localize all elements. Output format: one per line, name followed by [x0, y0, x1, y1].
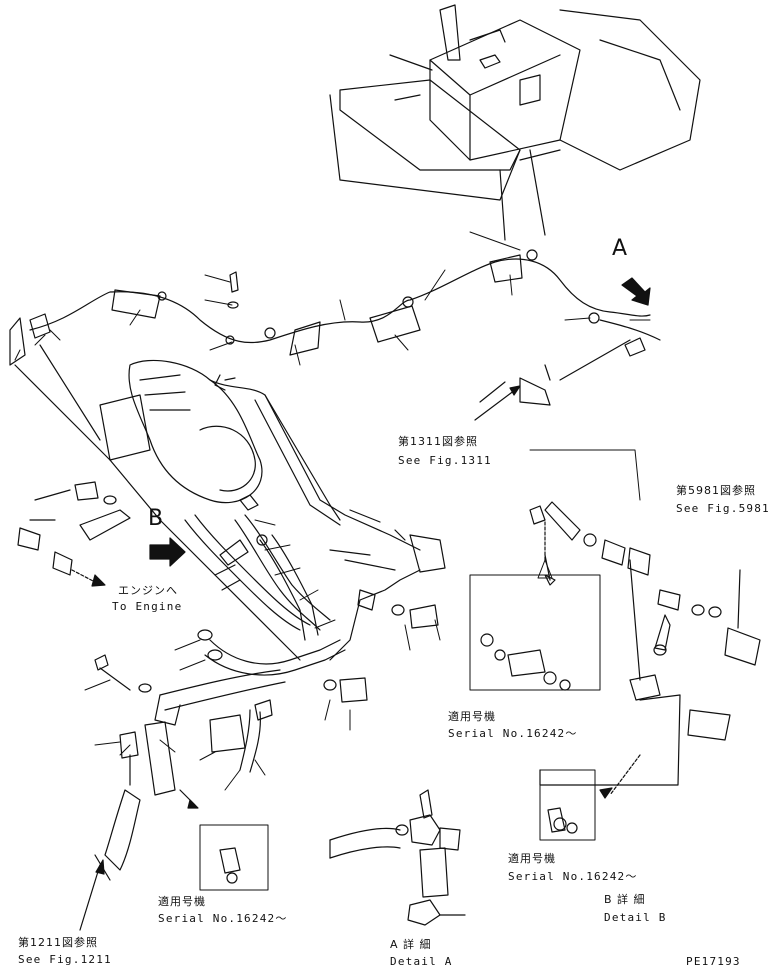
serial-label-left-jp: 適用号機 [158, 895, 206, 908]
see-fig-1211-en: See Fig.1211 [18, 953, 112, 966]
to-engine-en: To Engine [112, 600, 183, 613]
central-hoses [154, 494, 346, 773]
serial-label-center-en: Serial No.16242～ [448, 727, 578, 740]
serial-label-right-jp: 適用号機 [508, 852, 556, 865]
upper-wire-harness [9, 249, 661, 406]
to-engine-jp: エンジンへ [118, 584, 178, 597]
drawing-number: PE17193 [686, 955, 741, 968]
leader-lines-middle [84, 519, 441, 791]
right-conduit [254, 394, 446, 661]
left-diagonal-cable [14, 344, 301, 661]
engine-body [99, 359, 341, 521]
detail-b-jp: B 詳 細 [604, 893, 646, 906]
see-fig-1311-jp: 第1311図参照 [398, 435, 478, 448]
arrow-b-pointer [149, 537, 186, 567]
reference-arrows [79, 385, 553, 931]
see-fig-1311-en: See Fig.1311 [398, 454, 492, 467]
see-fig-5981-en: See Fig.5981 [676, 502, 770, 515]
detail-b-en: Detail B [604, 911, 667, 924]
serial-label-center-jp: 適用号機 [448, 710, 496, 723]
arrow-a-pointer [621, 277, 651, 306]
callout-a-label: A [612, 236, 628, 261]
left-small-parts [17, 481, 152, 881]
serial-inset-left [144, 721, 269, 891]
see-fig-1211-jp: 第1211図参照 [18, 936, 98, 949]
detail-a-jp: A 詳 細 [390, 938, 432, 951]
bolts-and-washers [323, 549, 439, 703]
dozer-frame [329, 4, 701, 241]
serial-label-left-en: Serial No.16242～ [158, 912, 288, 925]
callout-b-label: B [148, 506, 164, 531]
serial-label-right-en: Serial No.16242～ [508, 870, 638, 883]
leader-lines-upper [14, 231, 651, 366]
see-fig-5981-jp: 第5981図参照 [676, 484, 756, 497]
detail-a-en: Detail A [390, 955, 453, 968]
detail-a-drawing [329, 789, 466, 926]
